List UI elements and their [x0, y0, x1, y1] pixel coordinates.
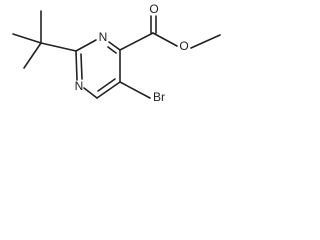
bond-c5-br — [119, 81, 151, 99]
bond-n1-c6-double — [107, 46, 117, 54]
atom-label-n3: N — [75, 79, 84, 93]
bond-tbu-methyl-left — [12, 33, 42, 44]
bond-tbu-quaternary-to-ring — [40, 42, 77, 52]
bond-carbonyl-to-ester-oxygen — [152, 32, 178, 47]
atom-label-br: Br — [153, 90, 165, 104]
atom-label-o-carbonyl: O — [149, 2, 158, 16]
bond-c5-c4 — [96, 81, 121, 99]
molecule-structure-diagram: N N O O Br — [12, 2, 221, 104]
bond-c4-n3 — [83, 87, 98, 99]
bond-n3-c2 — [75, 50, 78, 81]
bond-c6-carbonyl-carbon — [119, 32, 154, 51]
bond-ester-oxygen-to-methyl — [190, 34, 221, 49]
bond-n1-c6 — [108, 41, 121, 51]
atom-label-o-ester: O — [179, 39, 188, 53]
atom-label-n1: N — [99, 30, 108, 44]
bond-tbu-methyl-down — [23, 42, 42, 69]
bond-n3-c2-double — [80, 53, 83, 80]
bond-c2-n1 — [75, 39, 97, 52]
bond-c5-c4-double — [97, 78, 116, 92]
